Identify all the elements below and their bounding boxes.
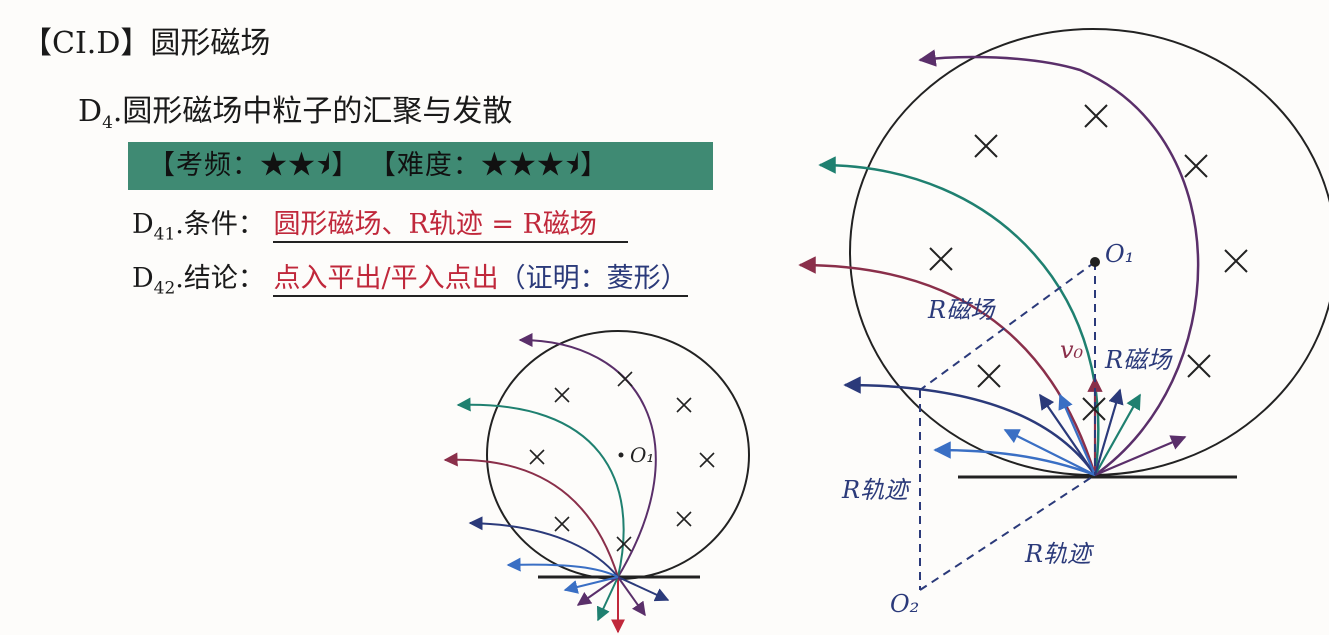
- bracket: 】: [331, 150, 360, 181]
- large-diagram: [798, 28, 1329, 591]
- label-r-track-2: R轨迹: [1024, 540, 1095, 568]
- label-r-track: R轨迹: [841, 476, 912, 504]
- field-cross-marks: [929, 104, 1248, 421]
- trajectory-purple: [918, 49, 1200, 477]
- diff-stars: ★★★: [480, 150, 565, 181]
- label-r-field: R磁场: [927, 296, 996, 324]
- freq-label: 【考频：: [148, 150, 260, 181]
- row-label: .条件：: [175, 209, 265, 240]
- sub-prefix: D: [78, 94, 103, 129]
- section-title: 【CI.D】圆形磁场: [22, 26, 271, 61]
- freq-half-star: ⯨: [316, 150, 332, 181]
- conclusion-value: 点入平出/平入点出: [273, 263, 499, 294]
- label-o1: O₁: [1105, 240, 1134, 268]
- row-prefix: D: [132, 263, 154, 294]
- condition-row: D41.条件： 圆形磁场、R轨迹 = R磁场: [132, 202, 629, 245]
- subsection-title: D4.圆形磁场中粒子的汇聚与发散: [78, 86, 512, 133]
- diff-half-star: ⯨: [564, 150, 581, 181]
- conclusion-row: D42.结论： 点入平出/平入点出（证明：菱形）: [132, 256, 688, 298]
- label-r-field-2: R磁场: [1104, 346, 1173, 374]
- diff-label: 【难度：: [368, 150, 481, 181]
- construction-lines: [919, 261, 1096, 591]
- sub-index: 4: [102, 113, 113, 133]
- conclusion-answer: 点入平出/平入点出（证明：菱形）: [273, 256, 688, 297]
- label-o2: O₂: [890, 590, 919, 618]
- large-field-circle: [849, 28, 1329, 476]
- rating-band: 【考频：★★⯨】 【难度：★★★⯨】: [128, 142, 713, 190]
- sub-text: .圆形磁场中粒子的汇聚与发散: [112, 94, 513, 129]
- trajectory-navy: [843, 376, 1097, 476]
- condition-answer: 圆形磁场、R轨迹 = R磁场: [273, 202, 629, 243]
- trajectory-maroon: [798, 256, 1097, 476]
- label-v0: v₀: [1060, 336, 1084, 364]
- small-field-circle: [486, 330, 750, 580]
- row-index: 41: [153, 224, 176, 245]
- small-diagram: [443, 330, 750, 634]
- row-index: 42: [153, 278, 176, 299]
- bracket: 】: [580, 150, 609, 181]
- freq-stars: ★★: [260, 150, 316, 181]
- conclusion-note: （证明：菱形）: [498, 263, 688, 294]
- row-prefix: D: [132, 209, 154, 240]
- row-label: .结论：: [175, 263, 265, 294]
- trajectory-blue: [933, 441, 1096, 477]
- label-o1-small: O₁: [630, 443, 654, 467]
